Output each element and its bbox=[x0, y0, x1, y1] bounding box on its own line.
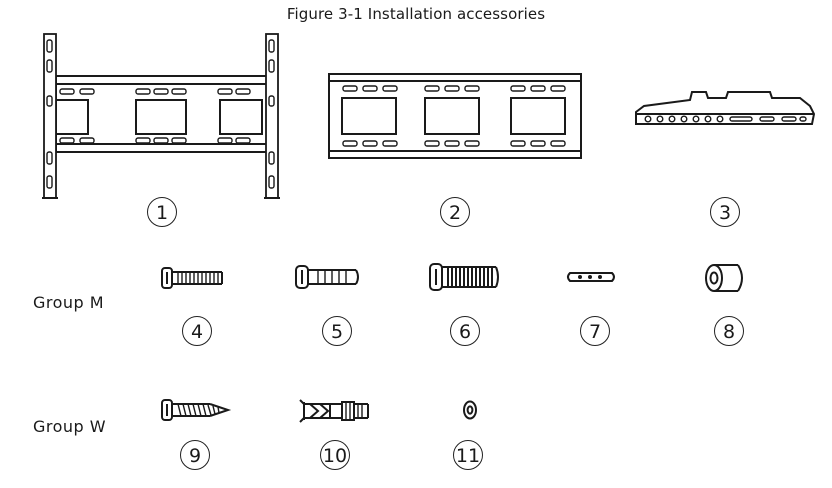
group-m-label: Group M bbox=[33, 293, 105, 312]
hanging-rail-illustration bbox=[635, 91, 816, 125]
item-number-7: 7 bbox=[580, 316, 610, 346]
frame-plate-illustration bbox=[328, 73, 582, 159]
spacer-illustration bbox=[705, 264, 743, 292]
item-number-9: 9 bbox=[180, 440, 210, 470]
item-number-8: 8 bbox=[714, 316, 744, 346]
item-number-6: 6 bbox=[450, 316, 480, 346]
washer-illustration bbox=[463, 400, 477, 420]
wall-anchor-illustration bbox=[299, 399, 369, 423]
wood-screw-illustration bbox=[161, 399, 232, 421]
screw-m-medium-illustration bbox=[295, 265, 359, 289]
small-plate-illustration bbox=[567, 272, 615, 282]
item-number-1: 1 bbox=[147, 197, 177, 227]
screw-m-long-illustration bbox=[161, 267, 223, 289]
item-number-3: 3 bbox=[710, 197, 740, 227]
item-number-5: 5 bbox=[322, 316, 352, 346]
figure-title: Figure 3-1 Installation accessories bbox=[286, 5, 546, 23]
item-number-10: 10 bbox=[320, 440, 350, 470]
screw-m-large-illustration bbox=[429, 263, 499, 291]
group-w-label: Group W bbox=[33, 417, 107, 436]
item-number-2: 2 bbox=[440, 197, 470, 227]
item-number-11: 11 bbox=[453, 440, 483, 470]
wall-mount-bracket-illustration bbox=[42, 33, 280, 199]
item-number-4: 4 bbox=[182, 316, 212, 346]
